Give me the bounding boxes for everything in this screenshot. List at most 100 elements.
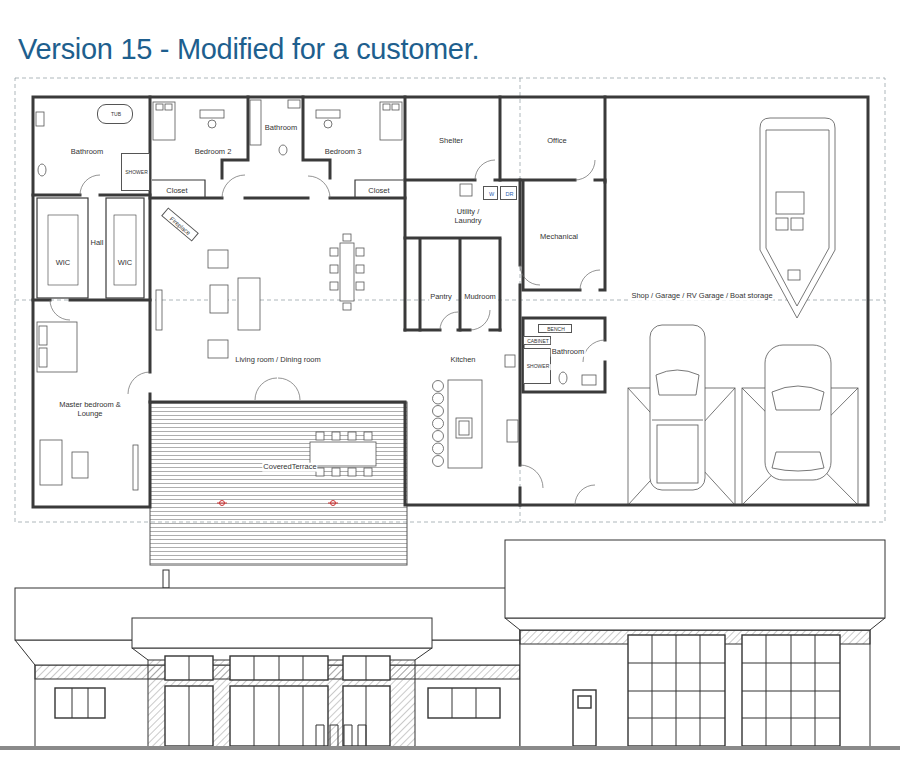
front-elevation (72, 635, 840, 746)
guide-lines (15, 78, 885, 522)
door-swings (128, 372, 150, 394)
door-swings (475, 160, 495, 180)
covered-terrace (217, 501, 338, 506)
door-swings (580, 270, 600, 290)
door-swings (80, 175, 100, 195)
door-swings (440, 312, 458, 330)
room-label: WIC (55, 259, 72, 268)
vehicles (766, 130, 829, 306)
guide-lines (520, 78, 521, 522)
walls (405, 329, 500, 332)
door-swings (583, 340, 605, 362)
covered-terrace (310, 442, 376, 466)
covered-terrace (348, 468, 356, 476)
cabinet-symbol: CABINET (523, 336, 551, 345)
walls (33, 299, 150, 302)
thin-partitions (152, 180, 205, 198)
front-elevation (505, 540, 885, 618)
front-elevation (573, 690, 596, 746)
covered-terrace (316, 432, 324, 440)
room-label: Shelter (438, 137, 464, 146)
vehicles (650, 325, 705, 490)
fixture-label: BENCH (546, 327, 566, 333)
room-area: Mudroom (461, 241, 499, 329)
closet-area: WIC (107, 199, 143, 297)
covered-terrace (348, 432, 356, 440)
furniture (582, 375, 596, 385)
walls (500, 97, 605, 182)
room-label: Closet (165, 186, 188, 195)
front-elevation (0, 540, 900, 750)
furniture (433, 418, 444, 429)
fixture-label: SHOWER (124, 170, 149, 176)
furniture (165, 104, 172, 110)
furniture (200, 110, 224, 118)
covered-terrace (150, 402, 407, 565)
door-swings (470, 310, 490, 330)
room-area: FireplaceLiving room / Dining room (152, 199, 404, 400)
vehicles (656, 370, 699, 395)
walls (222, 97, 330, 178)
closet-area: Closet (152, 181, 204, 197)
bathtub-symbol: TUB (97, 104, 133, 124)
furniture (340, 243, 354, 301)
furniture (330, 248, 338, 256)
furniture (383, 104, 390, 110)
room-label: Mudroom (463, 293, 497, 302)
fixture-label: SHOWER (526, 364, 551, 370)
front-elevation (316, 725, 366, 746)
door-swings (50, 160, 605, 505)
shower-symbol: SHOWER (121, 153, 150, 191)
front-elevation (742, 635, 840, 746)
front-elevation (628, 635, 725, 746)
room-label: Bathroom (70, 148, 105, 157)
furniture (208, 250, 228, 268)
furniture (288, 100, 300, 108)
covered-terrace (310, 432, 376, 476)
furniture (559, 372, 567, 384)
furniture (330, 265, 338, 273)
room-label: Closet (367, 186, 390, 195)
walls (519, 180, 522, 505)
vehicles (765, 345, 831, 480)
front-elevation (742, 635, 840, 746)
fixture-label: DR (505, 191, 515, 197)
walls (404, 97, 407, 330)
furniture (343, 303, 351, 310)
front-elevation (0, 746, 900, 750)
door-swings (255, 378, 300, 400)
closet-area: Closet (355, 181, 403, 197)
furniture (38, 164, 46, 176)
room-label: Hall (90, 239, 105, 248)
room-area: Office (501, 99, 604, 179)
front-elevation (505, 618, 885, 630)
door-swings (575, 485, 595, 505)
shower-symbol: SHOWER (523, 348, 552, 384)
furniture (279, 145, 287, 155)
room-label: WIC (117, 259, 134, 268)
furniture (433, 456, 444, 467)
vehicles (657, 425, 698, 483)
room-area: BENCHCABINETSHOWERBathroom (524, 319, 604, 391)
thin-partitions (37, 198, 88, 298)
door-swings (222, 175, 245, 198)
furniture (156, 290, 162, 330)
front-elevation (148, 648, 415, 748)
room-label: Master bedroom & Lounge (54, 401, 126, 418)
thin-partitions (355, 180, 403, 198)
door-swings (520, 465, 543, 488)
bench-symbol: BENCH (538, 324, 572, 333)
furniture (316, 110, 340, 118)
furniture (433, 381, 444, 392)
fixture-label: W (488, 191, 495, 197)
fixture-label: Fireplace (168, 215, 193, 237)
furniture (324, 120, 332, 128)
room-label: Kitchen (449, 356, 476, 365)
walls (523, 318, 605, 392)
walls (149, 97, 152, 402)
vehicles (760, 118, 835, 318)
front-elevation (628, 635, 725, 746)
furniture (392, 104, 399, 110)
walls (33, 97, 868, 507)
